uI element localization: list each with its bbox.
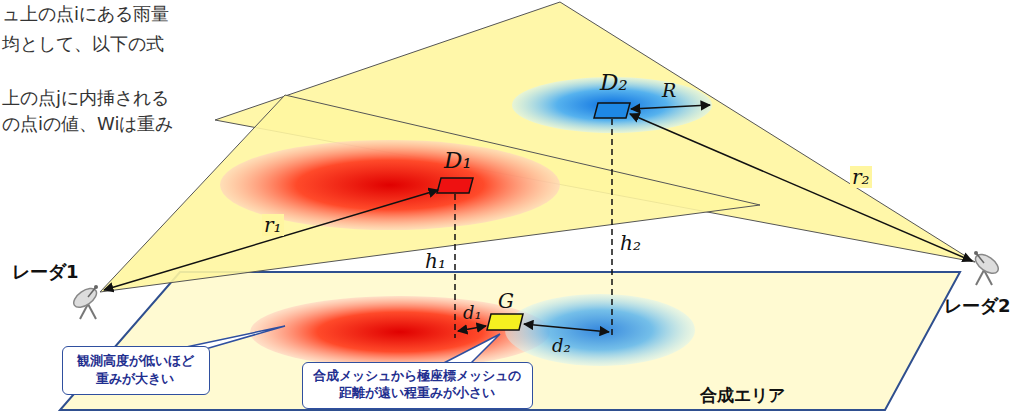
cell-label: D₂ [600, 70, 628, 95]
distance-label: d₁ [463, 303, 482, 323]
range-label: r₁ [262, 214, 284, 236]
polar-mesh-cell [594, 103, 630, 118]
note-text: 均として、以下の式 [2, 34, 164, 54]
range-label: r₂ [850, 166, 872, 188]
area-label: 合成エリア [700, 386, 785, 405]
ground-plane [60, 272, 960, 410]
radar-label: レーダ1 [12, 262, 79, 282]
radar-icon [70, 285, 99, 319]
height-label: h₂ [620, 232, 641, 254]
note-text: の点iの値、Wiは重み [2, 114, 173, 134]
callout-box: 観測高度が低いほど 重みが大きい [62, 346, 210, 395]
height-line [454, 194, 456, 338]
note-text: ュ上の点iにある雨量 [2, 4, 169, 24]
ground-blue-area [505, 294, 695, 366]
polar-mesh-cell [437, 178, 473, 193]
height-line [611, 119, 613, 336]
mesh-label: G [498, 290, 514, 312]
distance-label: d₂ [552, 336, 571, 356]
range-arrow [630, 114, 972, 261]
cell-label: D₁ [444, 148, 472, 173]
callout-box: 合成メッシュから極座標メッシュの 距離が遠い程重みが小さい [302, 362, 533, 409]
callout-text: 観測高度が低いほど 重みが大きい [73, 352, 198, 387]
radar-label: レーダ2 [944, 296, 1011, 316]
radar-icon [972, 251, 1001, 285]
radius-label: R [662, 80, 676, 101]
radius-arrow [631, 105, 710, 109]
range-arrow [104, 190, 438, 290]
height-label: h₁ [425, 250, 446, 272]
callout-text: 合成メッシュから極座標メッシュの 距離が遠い程重みが小さい [313, 368, 521, 402]
scan-plane [100, 95, 760, 292]
distance-arrow [458, 326, 486, 331]
distance-arrow [524, 324, 609, 332]
note-text: 上の点jに内挿される [2, 88, 169, 108]
composite-mesh-cell [487, 314, 523, 330]
